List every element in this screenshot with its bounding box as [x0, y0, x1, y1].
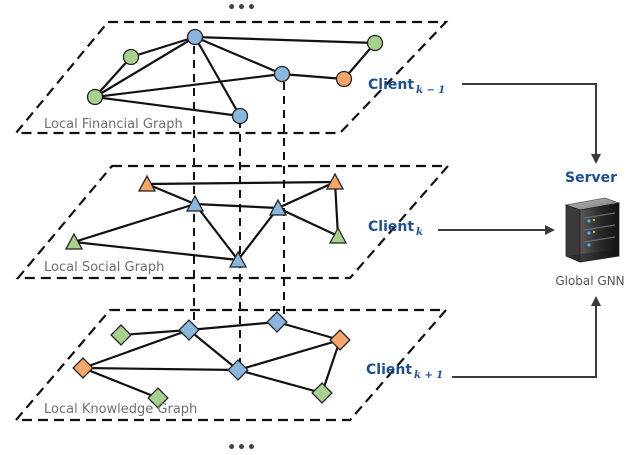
graph-edge: [281, 72, 345, 81]
graph-edge: [82, 366, 239, 372]
graph-edge: [94, 95, 241, 118]
graph-edge: [146, 180, 336, 186]
graph-edge: [82, 328, 190, 370]
blue-triangle-node: [185, 194, 205, 212]
graph-edge: [73, 202, 196, 244]
bottom-ellipsis: •••: [227, 440, 257, 455]
green-triangle-node: [328, 226, 348, 244]
arrow-client-k-plus-1: [452, 296, 601, 378]
financial-graph-nodes: [86, 28, 384, 125]
graph-edge: [188, 320, 278, 332]
graph-edge: [130, 35, 196, 59]
graph-edge: [194, 36, 241, 117]
client-base-text: Client: [366, 362, 412, 378]
graph-edge: [277, 180, 336, 210]
server-icon: [564, 197, 621, 263]
client-subscript: k + 1: [414, 370, 443, 381]
blue-circle-node: [273, 65, 291, 83]
blue-triangle-node: [268, 198, 288, 216]
knowledge-graph-plane: [13, 308, 449, 422]
green-circle-node: [366, 34, 384, 52]
blue-diamond-node: [227, 359, 249, 381]
graph-edge: [276, 320, 341, 342]
social-graph-edges: [73, 180, 340, 262]
graph-edge: [94, 72, 283, 99]
global-gnn-label: Global GNN: [555, 274, 624, 288]
green-circle-node: [122, 48, 140, 66]
graph-edge: [237, 338, 341, 372]
client-to-server-arrows: [438, 83, 601, 378]
blue-triangle-node: [228, 250, 248, 268]
graph-edge: [94, 36, 196, 98]
social-graph-nodes: [64, 172, 348, 268]
green-diamond-node: [311, 382, 333, 404]
graph-edge: [194, 203, 239, 261]
blue-diamond-node: [178, 319, 200, 341]
blue-diamond-node: [266, 311, 288, 333]
graph-edge: [194, 35, 283, 76]
arrow-client-k-minus-1: [462, 83, 601, 164]
graph-edge: [188, 329, 239, 371]
blue-circle-node: [231, 107, 249, 125]
green-circle-node: [86, 88, 104, 106]
graph-edge: [73, 240, 239, 262]
green-diamond-node: [110, 324, 132, 346]
green-diamond-node: [147, 387, 169, 409]
orange-circle-node: [335, 70, 353, 88]
client-base-text: Client: [368, 219, 414, 235]
graph-edge: [237, 368, 323, 395]
orange-triangle-node: [325, 172, 345, 190]
graph-edge: [146, 182, 196, 206]
graph-edge: [82, 366, 159, 400]
graph-edge: [277, 207, 339, 237]
knowledge-graph-nodes: [72, 311, 351, 409]
green-triangle-node: [64, 232, 84, 250]
server-label: Server: [565, 170, 617, 186]
client-subscript: k: [416, 227, 423, 238]
blue-circle-node: [186, 28, 204, 46]
financial-graph-label: Local Financial Graph: [44, 117, 183, 132]
financial-graph-plane: [13, 20, 449, 135]
graph-edge: [237, 207, 279, 261]
cross-plane-links: [193, 46, 285, 368]
client-subscript: k − 1: [416, 85, 445, 96]
graph-edge: [194, 202, 279, 210]
knowledge-graph-label: Local Knowledge Graph: [44, 402, 197, 417]
orange-triangle-node: [137, 174, 157, 192]
top-ellipsis: •••: [227, 0, 257, 16]
financial-graph-edges: [94, 35, 376, 118]
graph-edge: [320, 339, 342, 394]
orange-diamond-node: [329, 329, 351, 351]
graph-edge: [333, 181, 340, 237]
knowledge-graph-edges: [82, 320, 342, 400]
graph-edge: [120, 328, 190, 337]
social-graph-label: Local Social Graph: [44, 260, 164, 275]
client-base-text: Client: [368, 77, 414, 93]
orange-diamond-node: [72, 357, 94, 379]
graph-edge: [94, 56, 132, 98]
social-graph-plane: [15, 164, 451, 280]
graph-edge: [194, 35, 376, 45]
